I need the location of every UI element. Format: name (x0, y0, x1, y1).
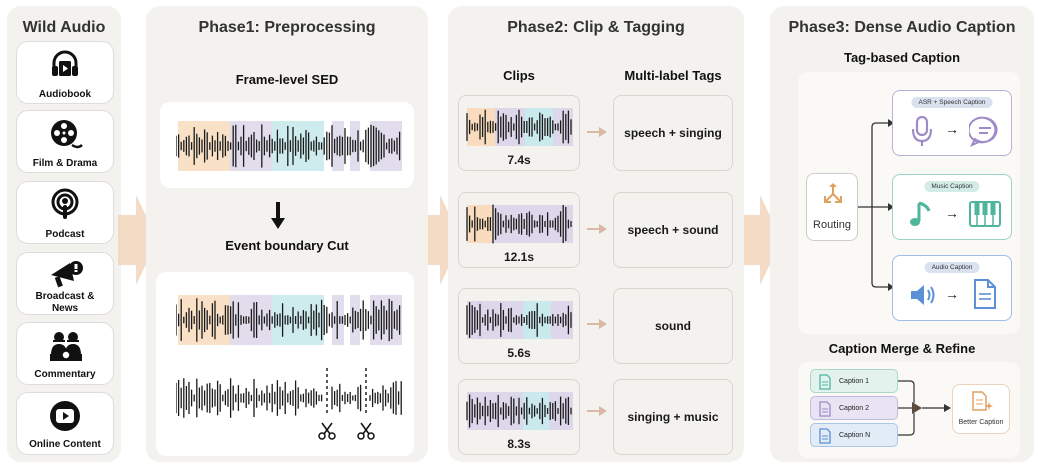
document-icon (819, 428, 831, 444)
tag-box: sound (613, 288, 733, 364)
source-label: Film & Drama (32, 158, 98, 169)
tag-caption-title: Tag-based Caption (843, 50, 961, 65)
source-item-broadcast-news: Broadcast & News (16, 252, 114, 315)
scissors-icon (357, 422, 375, 440)
arrow-right-icon: → (945, 286, 959, 302)
speech-bubble-icon (969, 116, 998, 147)
audio-caption-card: Audio Caption → (892, 255, 1012, 321)
sed-waveform (176, 121, 402, 171)
sparkle-document-icon (972, 391, 993, 411)
commentators-icon (50, 332, 82, 361)
branch-label: ASR + Speech Caption (911, 97, 993, 108)
tag-box: speech + singing (613, 95, 733, 171)
caption-n-box: Caption N (810, 423, 898, 447)
merge-connectors (898, 380, 951, 436)
branch-label: Audio Caption (924, 262, 980, 273)
clip-waveform (466, 204, 573, 244)
speaker-icon (911, 285, 935, 305)
document-icon (974, 279, 996, 309)
source-label: Audiobook (38, 89, 92, 100)
scissors-icon (318, 422, 336, 440)
source-item-podcast: Podcast (16, 181, 114, 244)
better-caption-label: Better Caption (958, 419, 1004, 426)
arrow-right-icon: → (945, 205, 959, 221)
asr-caption-card: ASR + Speech Caption → (892, 90, 1012, 156)
source-item-online-content: Online Content (16, 392, 114, 455)
arrow-right-icon (587, 127, 607, 137)
podcast-icon (51, 188, 79, 219)
routing-connectors (858, 119, 894, 291)
piano-keys-icon (969, 201, 1001, 227)
routing-label: Routing (813, 219, 851, 231)
flow-arrow-2 (422, 195, 462, 285)
caption-input-label: Caption 2 (839, 404, 869, 412)
source-label: Broadcast & News (35, 291, 95, 314)
caption-1-box: Caption 1 (810, 369, 898, 393)
phase2-title: Phase2: Clip & Tagging (507, 19, 685, 36)
clip-duration: 8.3s (507, 437, 531, 451)
megaphone-icon (51, 261, 83, 288)
branch-label: Music Caption (924, 181, 980, 192)
tag-box: speech + sound (613, 192, 733, 268)
cut-label: Event boundary Cut (225, 238, 349, 253)
document-icon (819, 374, 831, 390)
clip-duration: 7.4s (507, 153, 531, 167)
down-arrow-icon (271, 202, 285, 229)
wild-audio-title: Wild Audio (22, 19, 106, 36)
music-note-icon (910, 201, 931, 226)
tag-box: singing + music (613, 379, 733, 455)
caption-input-label: Caption N (839, 431, 871, 439)
cut-waveform-full (176, 295, 402, 345)
headphones-book-icon (52, 50, 78, 76)
clip-card: 8.3s (458, 379, 580, 455)
cut-waveform-split (176, 368, 402, 418)
clip-card: 12.1s (458, 192, 580, 268)
microphone-icon (911, 115, 933, 146)
clip-duration: 12.1s (503, 250, 535, 264)
clip-card: 7.4s (458, 95, 580, 171)
clip-waveform (466, 108, 573, 146)
source-label: Commentary (34, 369, 96, 380)
source-item-commentary: Commentary (16, 322, 114, 385)
arrow-right-icon (587, 406, 607, 416)
film-reel-icon (51, 120, 83, 149)
caption-2-box: Caption 2 (810, 396, 898, 420)
source-item-film-drama: Film & Drama (16, 110, 114, 173)
sed-label: Frame-level SED (235, 72, 339, 87)
music-caption-card: Music Caption → (892, 174, 1012, 240)
routing-icon (824, 183, 842, 203)
flow-arrow-3 (742, 195, 782, 285)
better-caption-box: Better Caption (952, 384, 1010, 434)
document-icon (819, 401, 831, 417)
caption-input-label: Caption 1 (839, 377, 869, 385)
arrow-right-icon (587, 224, 607, 234)
arrow-right-icon: → (945, 121, 959, 137)
phase1-title: Phase1: Preprocessing (198, 19, 376, 36)
source-item-audiobook: Audiobook (16, 41, 114, 104)
clip-waveform (466, 392, 573, 430)
tags-header: Multi-label Tags (624, 68, 722, 83)
phase1-panel: Phase1: Preprocessing Frame-level SED Ev… (146, 6, 428, 462)
clip-waveform (466, 301, 573, 339)
clips-header: Clips (503, 68, 535, 83)
merge-title: Caption Merge & Refine (828, 341, 976, 356)
play-button-icon (50, 401, 80, 431)
routing-box: Routing (806, 173, 858, 241)
phase3-title: Phase3: Dense Audio Caption (788, 19, 1016, 36)
arrow-right-icon (587, 319, 607, 329)
flow-arrow-1 (118, 195, 158, 285)
clip-card: 5.6s (458, 288, 580, 364)
source-label: Podcast (45, 229, 85, 240)
clip-duration: 5.6s (507, 346, 531, 360)
source-label: Online Content (29, 439, 101, 450)
